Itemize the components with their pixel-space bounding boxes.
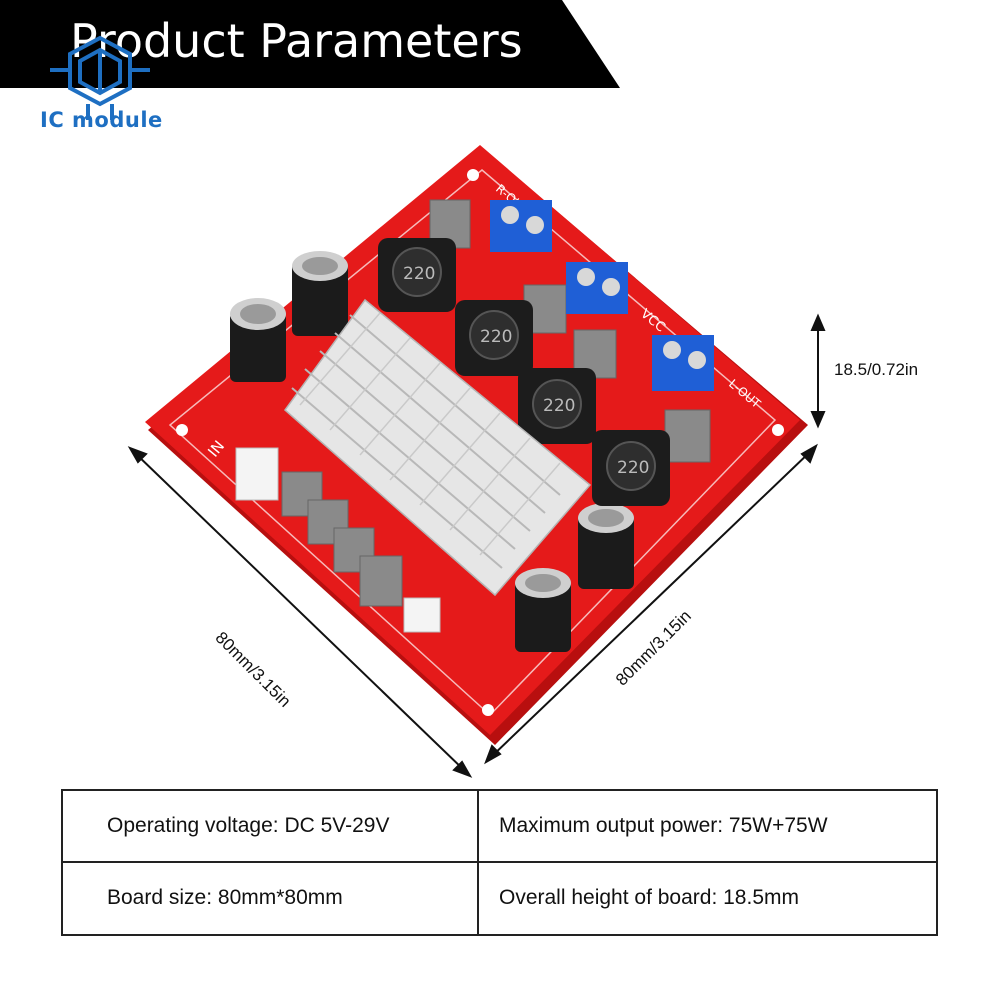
hexagon-logo-icon (50, 35, 150, 120)
inductor-3: 220 (518, 368, 596, 444)
terminal-r-out (490, 200, 552, 252)
ic-module-logo (30, 30, 180, 140)
spec-table: Operating voltage: DC 5V-29V Maximum out… (61, 789, 938, 936)
capacitor-bottom (515, 568, 571, 652)
chip-component (359, 555, 403, 607)
inductor-label: 220 (480, 327, 512, 347)
heatsink (283, 298, 592, 597)
dimension-height-label: 18.5/0.72in (834, 360, 919, 379)
capacitor-top (292, 251, 348, 336)
terminal-l-out (652, 335, 714, 391)
inductor-2: 220 (455, 300, 533, 376)
inductor-label: 220 (617, 458, 649, 478)
spec-max-output-power: Maximum output power: 75W+75W (479, 791, 936, 863)
amplifier-board-image: R-OUT VCC L-OUT IN (127, 145, 826, 778)
terminal-vcc (566, 262, 628, 314)
inductor-4: 220 (592, 430, 670, 506)
capacitor-top-left (230, 298, 286, 382)
header-banner: Product Parameters (0, 0, 620, 88)
dimension-arrows (127, 313, 826, 778)
spec-overall-height: Overall height of board: 18.5mm (499, 886, 799, 910)
capacitor-bottom-right (578, 503, 634, 589)
banner-shape (0, 0, 620, 88)
inductor-label: 220 (543, 396, 575, 416)
inductor-label: 220 (403, 264, 435, 284)
inductor-1: 220 (378, 238, 456, 312)
spec-board-size: Board size: 80mm*80mm (63, 862, 479, 934)
spec-operating-voltage: Operating voltage: DC 5V-29V (63, 791, 479, 863)
chip-component (664, 409, 711, 463)
input-connector (235, 447, 441, 633)
board-illustration: R-OUT VCC L-OUT IN (127, 145, 919, 778)
logo-text: IC module (40, 108, 163, 132)
page-title: Product Parameters (70, 14, 523, 68)
